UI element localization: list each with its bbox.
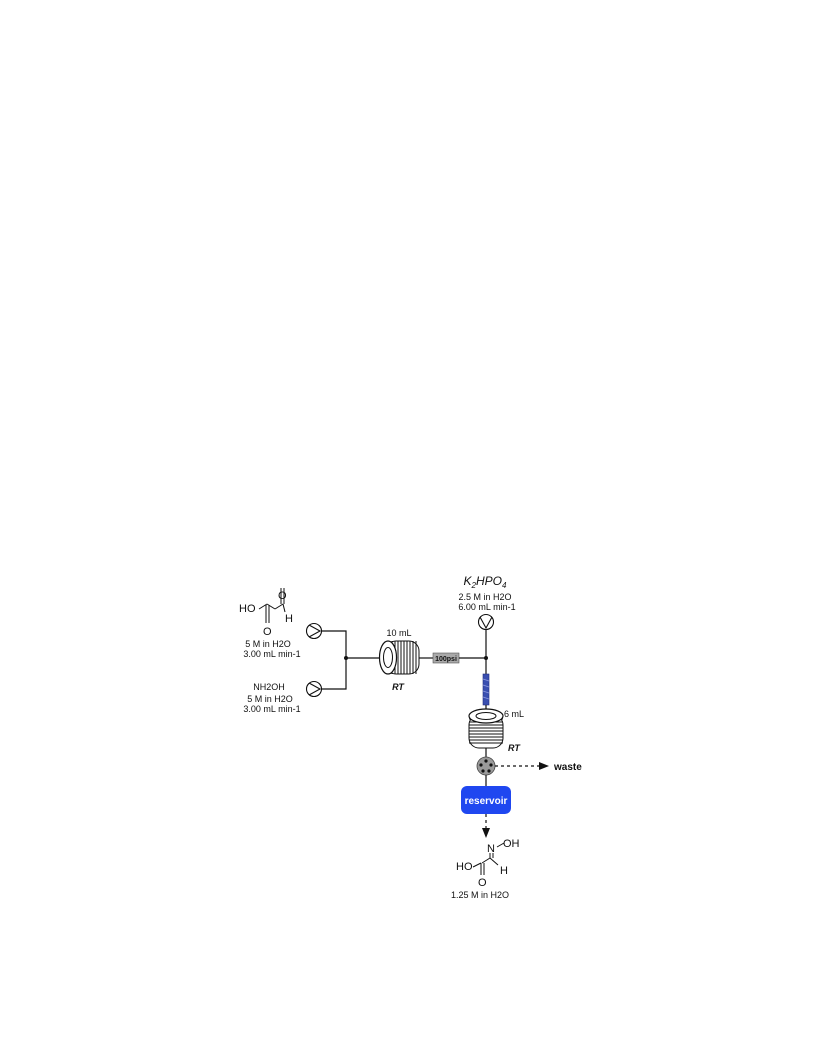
product-concentration: 1.25 M in H2O [451, 890, 509, 900]
hydroxylamine-name: NH2OH [253, 682, 285, 692]
tubing-pump2 [321, 658, 347, 690]
static-mixer [482, 673, 490, 706]
coil1-volume: 10 mL [386, 628, 411, 638]
product-h-label: H [500, 865, 508, 877]
glyoxylic-o-bottom-label: O [263, 626, 272, 638]
t-junction-1 [344, 656, 348, 660]
switching-valve-icon [476, 756, 496, 776]
glyoxylic-concentration: 5 M in H2O [245, 639, 291, 649]
coil1-temperature: RT [392, 682, 405, 692]
bpr-label: 100psi [435, 656, 457, 663]
glyoxylic-o-top-label: O [278, 590, 287, 602]
coil-reactor-1 [378, 640, 420, 675]
reservoir-label: reservoir [465, 796, 508, 807]
pump-2-icon [305, 680, 323, 698]
product-o-label: O [478, 877, 487, 889]
base-concentration: 2.5 M in H2O [458, 592, 511, 602]
base-flow-rate: 6.00 mL min-1 [458, 602, 515, 612]
glyoxylic-h-label: H [285, 613, 293, 625]
waste-label: waste [553, 762, 582, 773]
coil2-volume: 6 mL [504, 709, 524, 719]
glyoxylic-acid-structure: HO O O H [239, 588, 293, 638]
product-n-label: N [487, 843, 495, 855]
coil2-temperature: RT [508, 743, 521, 753]
pump-3-icon [477, 613, 495, 631]
tubing-pump1 [321, 630, 347, 658]
product-ho-label: HO [456, 861, 473, 873]
glyoxylic-ho-label: HO [239, 603, 256, 615]
reservoir [461, 786, 511, 814]
coil-reactor-2 [468, 708, 504, 749]
hydroxylamine-concentration: 5 M in H2O [247, 694, 293, 704]
glyoxylic-flow-rate: 3.00 mL min-1 [243, 649, 300, 659]
pump-1-icon [305, 622, 323, 640]
product-oh-label: OH [503, 838, 520, 850]
base-name: K2HPO4 [464, 574, 507, 590]
product-structure: N OH HO O H [456, 838, 520, 889]
hydroxylamine-flow-rate: 3.00 mL min-1 [243, 704, 300, 714]
